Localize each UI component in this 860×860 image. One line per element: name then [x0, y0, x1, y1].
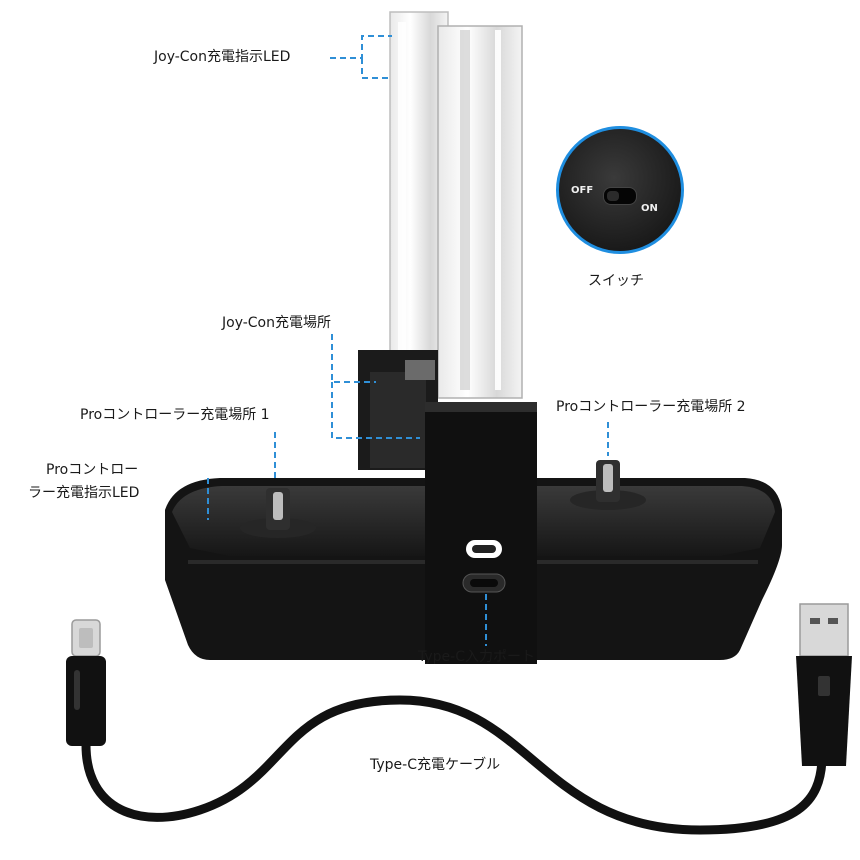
joycon-holder [358, 350, 438, 470]
label-pro-led-line2: ラー充電指示LED [28, 485, 140, 501]
dock-tower [425, 402, 537, 664]
label-joycon-led: Joy-Con充電指示LED [154, 49, 291, 65]
pro-slot-1-connector [240, 488, 316, 538]
usb-c-socket-upper [466, 540, 502, 558]
label-joycon-slot: Joy-Con充電場所 [222, 315, 331, 331]
joycon-pillar-right [437, 25, 523, 399]
pro-slot-2-connector [570, 460, 646, 510]
switch-on-text: ON [641, 203, 658, 214]
switch-off-text: OFF [571, 185, 594, 196]
label-typec-cable: Type-C充電ケーブル [370, 757, 501, 773]
label-pro-led-line1: Proコントロー [46, 462, 139, 478]
label-typec-port: Type-C入力ポート [418, 649, 535, 665]
usb-a-plug [796, 603, 852, 766]
switch-knob [607, 191, 619, 201]
label-pro-slot-1: Proコントローラー充電場所 1 [80, 407, 270, 423]
callout-lines [207, 35, 609, 646]
usb-cable [81, 695, 827, 835]
switch-inset: OFF ON [556, 126, 684, 254]
usb-c-port [462, 573, 506, 593]
usb-c-plug [66, 619, 106, 746]
label-pro-slot-2: Proコントローラー充電場所 2 [556, 399, 746, 415]
label-switch: スイッチ [588, 273, 644, 289]
power-switch[interactable] [603, 187, 637, 205]
